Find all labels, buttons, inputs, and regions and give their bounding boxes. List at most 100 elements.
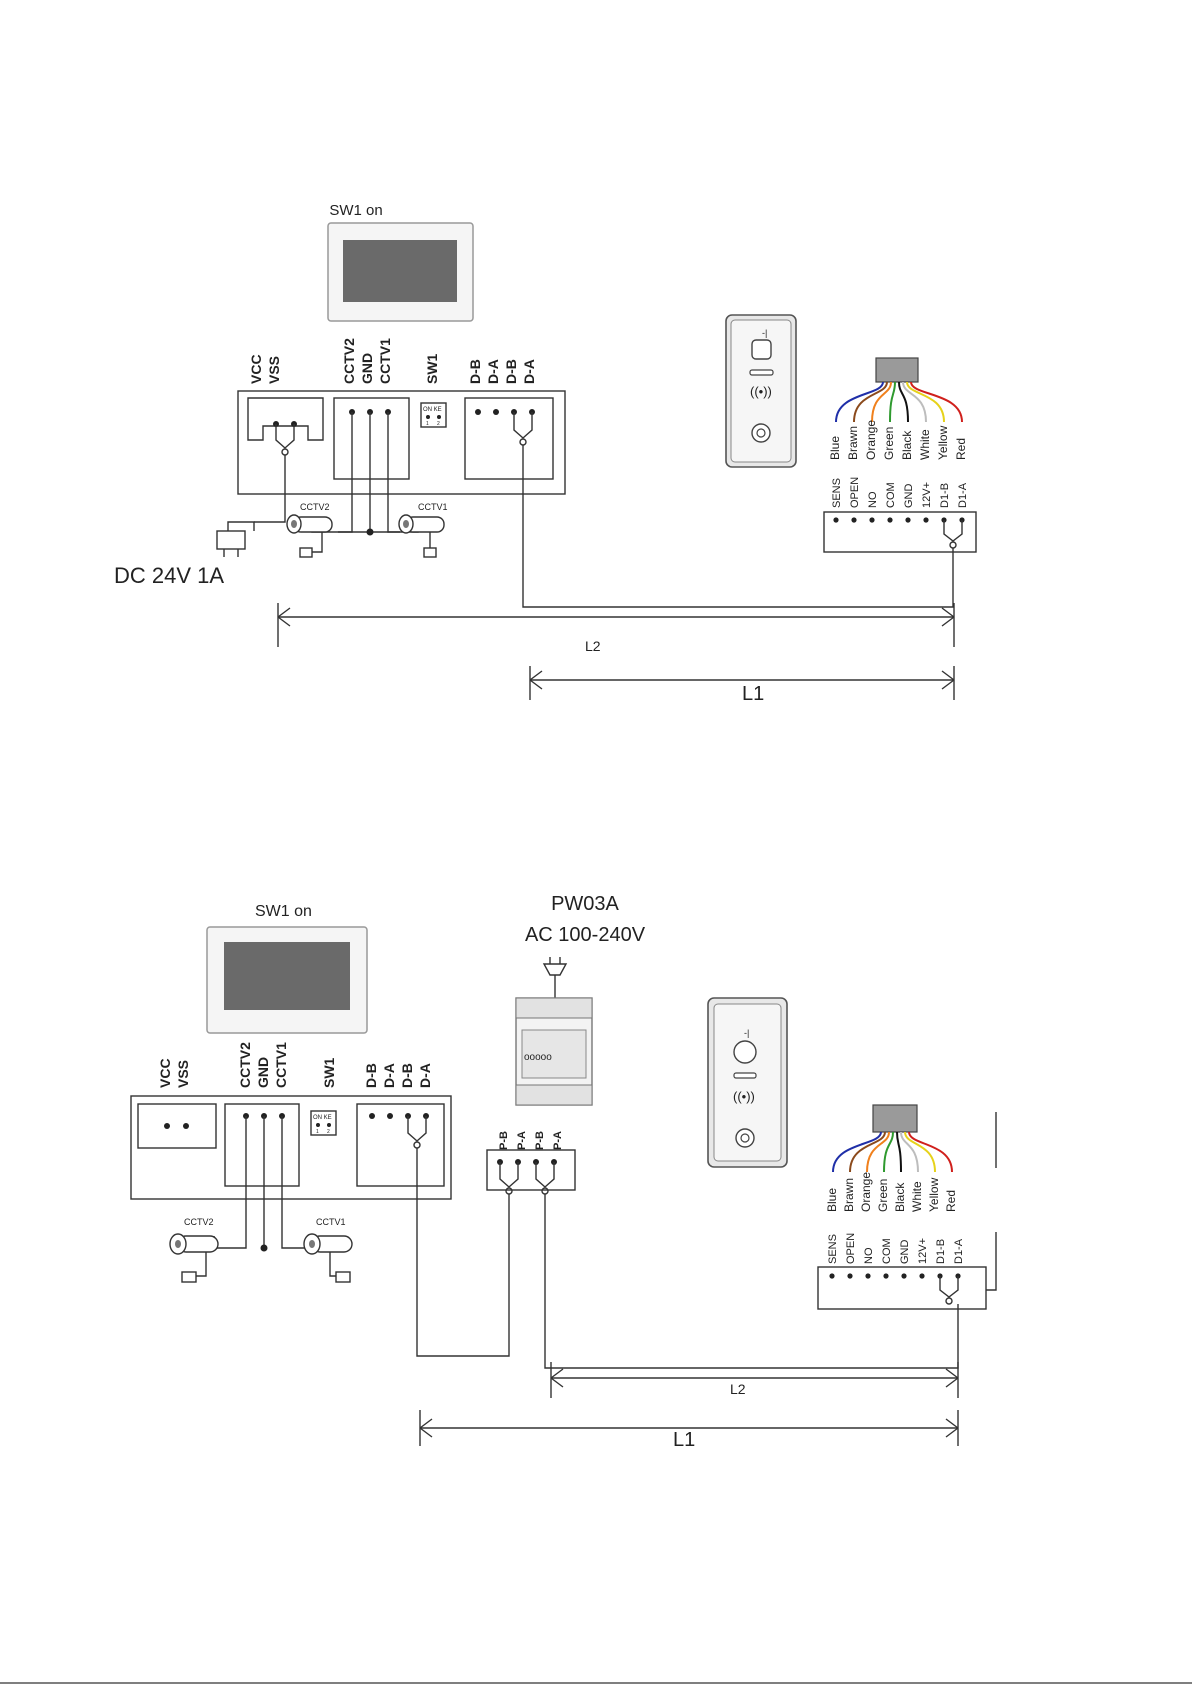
call-button-icon [735,1128,755,1148]
wire-4 [898,381,909,423]
terminal-label: D-A [417,1063,433,1088]
terminal-label: SW1 [321,1057,337,1088]
terminal-label: GND [359,353,375,384]
wire-4 [896,1131,902,1173]
wire-2 [866,1131,890,1173]
wire-label: Green [882,427,896,460]
wire-label: Orange [864,420,878,460]
dimension-label: L1 [673,1429,695,1451]
camera-lens-icon [751,339,772,360]
terminal-label: SENS [831,478,843,508]
wire-3 [889,381,896,423]
wire-5 [902,381,927,423]
terminal-label: CCTV1 [273,1042,289,1088]
plug-icon [542,957,568,998]
wire-label: Brawn [842,1178,856,1212]
wire-connector [875,357,919,383]
psu-to-outdoor-cable [544,1194,959,1369]
camera-label: CCTV1 [418,502,448,512]
power-connector [137,1103,217,1149]
terminal-label: OPEN [849,477,861,508]
camera-cctv1: CCTV1 [398,502,448,558]
wire-3 [883,1131,894,1173]
bus-cable [522,445,954,608]
wire-5 [900,1131,919,1173]
terminal-label: SW1 [424,353,440,384]
terminal-label: 12V+ [917,1238,929,1264]
switch-mark: 2 [437,421,440,427]
terminal-label: GND [255,1057,271,1088]
terminal-label: VSS [175,1060,191,1088]
cctv-connector [333,397,410,480]
dimension-label: L2 [730,1381,746,1397]
terminal-label: P-A [552,1131,564,1150]
rfid-icon: ((•)) [750,384,772,399]
switch-mark: 1 [316,1129,319,1135]
wire-0 [835,381,884,423]
wire-6 [906,381,945,423]
terminal-label: VSS [266,356,282,384]
camera-lens-icon [733,1040,757,1064]
camera-cctv2: CCTV2 [286,502,333,558]
terminal-label: COM [885,482,897,508]
terminal-label: OPEN [845,1233,857,1264]
diagram-2: SW1 on PW03A AC 100-240V ooooo VCC VSS C… [130,893,997,1451]
dip-switch [310,1110,337,1136]
wire-1 [849,1131,886,1173]
terminal-label: P-B [498,1131,510,1150]
wire-label: Red [954,438,968,460]
wire-7 [908,1131,953,1173]
terminal-label: NO [867,491,879,508]
terminal-label: VCC [157,1058,173,1088]
wire-1 [853,381,888,423]
terminal-label: GND [903,484,915,509]
power-adapter [216,530,246,550]
dimension-l2: L2 [550,1362,959,1398]
switch-mark: ON KE [313,1115,332,1121]
monitor-label: SW1 on [255,903,312,920]
wire-label: Yellow [927,1177,941,1212]
camera-label: CCTV1 [316,1217,346,1227]
wire-6 [904,1131,936,1173]
panel-mark-icon: -| [744,1028,749,1038]
psu-input: AC 100-240V [525,924,646,946]
terminal-label: SENS [827,1234,839,1264]
terminal-label: D1-B [935,1239,947,1264]
wire-2 [871,381,892,423]
switch-mark: ON KE [423,407,442,413]
power-label: DC 24V 1A [114,563,224,588]
terminal-label: D-B [503,359,519,384]
wire-0 [832,1131,882,1173]
terminal-label: D1-A [957,482,969,508]
wire-7 [910,381,963,423]
switch-mark: 1 [426,421,429,427]
diagram-1: SW1 on VCC VSS CCTV2 GND CCTV1 SW1 D-B D… [114,202,977,705]
terminal-label: D-A [381,1063,397,1088]
outdoor-terminal-block [817,1266,987,1310]
wire-label: Orange [859,1172,873,1212]
terminal-label: D-B [399,1063,415,1088]
wire-harness [832,1131,953,1173]
camera-cctv1: CCTV1 [303,1217,353,1283]
panel-mark-icon: -| [762,328,767,338]
terminal-label: 12V+ [921,482,933,508]
terminal-label: CCTV1 [377,338,393,384]
terminal-label: VCC [248,354,264,384]
terminal-label: P-A [516,1131,528,1150]
terminal-label: D-A [485,359,501,384]
terminal-label: GND [899,1240,911,1265]
terminal-label: D-B [467,359,483,384]
wire-label: Red [944,1190,958,1212]
wire-label: Brawn [846,426,860,460]
terminal-label: P-B [534,1131,546,1150]
dimension-label: L2 [585,638,601,654]
monitor-screen [224,942,350,1010]
dimension-label: L1 [742,683,764,705]
wire-connector [872,1104,918,1133]
dimension-l1: L1 [419,1410,959,1451]
camera-cctv2: CCTV2 [169,1217,219,1283]
monitor-to-psu-cable [416,1148,510,1357]
dimension-l2: L2 [277,603,955,654]
dip-switch [420,402,447,428]
